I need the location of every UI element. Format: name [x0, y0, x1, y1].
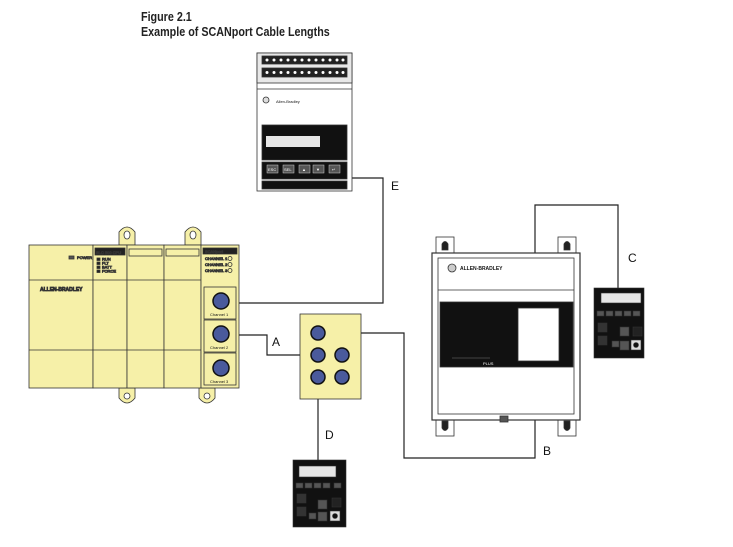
- him-c-key-down[interactable]: [623, 310, 632, 317]
- svg-text:POWER: POWER: [77, 255, 92, 260]
- drive-brand: ALLEN-BRADLEY: [460, 266, 503, 272]
- top-key-sel[interactable]: [282, 164, 295, 174]
- top-interface-keys: ESC SEL ▲ ▼ ↵: [266, 164, 341, 174]
- plc-led-flt: FLT: [102, 261, 109, 266]
- him-c-display: [600, 292, 642, 304]
- svg-text:ESC: ESC: [268, 167, 276, 172]
- plc-module-title: SLC 500 CPU: [96, 250, 121, 255]
- top-key-enter[interactable]: [328, 164, 341, 174]
- expander-port-1[interactable]: [310, 347, 326, 363]
- plc-chassis: POWER SLC 500 CPU RUN FLT BATT FORCE ALL…: [28, 226, 240, 404]
- him-d-display: [298, 465, 337, 478]
- plc-channel-status-3: CHANNEL 3: [205, 268, 228, 273]
- him-d: [292, 459, 347, 528]
- him-d-key-up[interactable]: [313, 482, 322, 489]
- plc-io-module-1: [126, 244, 165, 389]
- plc-channel-status-1: CHANNEL 1: [205, 256, 228, 261]
- plc-port-channel-2[interactable]: [212, 325, 230, 343]
- figure-title: Figure 2.1 Example of SCANport Cable Len…: [141, 10, 330, 40]
- plc-port-channel-1[interactable]: [212, 292, 230, 310]
- drive-him-cradle: [517, 307, 560, 362]
- top-key-down[interactable]: [312, 164, 325, 174]
- plc-io-module-2: [163, 244, 202, 389]
- cable-label-d: D: [325, 428, 334, 442]
- plc-brand: ALLEN-BRADLEY: [40, 287, 83, 293]
- plc-port-label-1: Channel 1: [210, 312, 229, 317]
- plc-port-label-2: Channel 2: [210, 345, 229, 350]
- port-expander: [299, 313, 362, 400]
- svg-text:▼: ▼: [316, 167, 320, 172]
- plc-port-label-3: Channel 3: [210, 379, 229, 384]
- top-key-esc[interactable]: [266, 164, 279, 174]
- svg-text:↵: ↵: [332, 167, 335, 172]
- expander-port-3[interactable]: [310, 369, 326, 385]
- him-d-key-down[interactable]: [322, 482, 331, 489]
- him-d-key-enter[interactable]: [333, 482, 342, 489]
- svg-text:▲: ▲: [302, 167, 306, 172]
- cable-label-a: A: [272, 335, 280, 349]
- figure-number: Figure 2.1: [141, 10, 192, 24]
- him-c-stop-icon[interactable]: [633, 342, 639, 348]
- plc-port-channel-3[interactable]: [212, 359, 230, 377]
- cable-label-e: E: [391, 179, 399, 193]
- expander-port-2[interactable]: [334, 347, 350, 363]
- expander-port-4[interactable]: [334, 369, 350, 385]
- plc-led-batt: BATT: [102, 265, 112, 270]
- him-d-key-sel[interactable]: [304, 482, 313, 489]
- plc-channel-status-2: CHANNEL 2: [205, 262, 228, 267]
- svg-text:SEL: SEL: [284, 167, 292, 172]
- cable-e: [234, 177, 384, 304]
- cable-b: [329, 332, 536, 459]
- top-interface-brand: Allen-Bradley: [276, 99, 300, 104]
- him-d-key-esc[interactable]: [295, 482, 304, 489]
- cable-label-b: B: [543, 444, 551, 458]
- figure-caption: Example of SCANport Cable Lengths: [141, 25, 330, 39]
- plc-led-run: RUN: [102, 257, 111, 262]
- drive: ALLEN-BRADLEY PLUS: [431, 236, 581, 437]
- cable-a: [234, 334, 307, 356]
- cable-label-c: C: [628, 251, 637, 265]
- him-c-key-enter[interactable]: [632, 310, 641, 317]
- terminal-screws: [265, 58, 345, 74]
- him-c: [593, 287, 645, 359]
- him-c-key-sel[interactable]: [605, 310, 614, 317]
- plc-power-supply: [28, 244, 94, 389]
- plc-channel-status-title: SCANport: [205, 249, 224, 254]
- drive-model: PLUS: [483, 361, 494, 366]
- top-key-up[interactable]: [298, 164, 311, 174]
- him-c-key-up[interactable]: [614, 310, 623, 317]
- him-d-stop-icon[interactable]: [332, 513, 338, 519]
- expander-port-in[interactable]: [310, 325, 326, 341]
- him-c-key-esc[interactable]: [596, 310, 605, 317]
- plc-led-force: FORCE: [102, 269, 116, 274]
- top-interface-module: Allen-Bradley ESC SEL ▲ ▼ ↵: [256, 52, 353, 192]
